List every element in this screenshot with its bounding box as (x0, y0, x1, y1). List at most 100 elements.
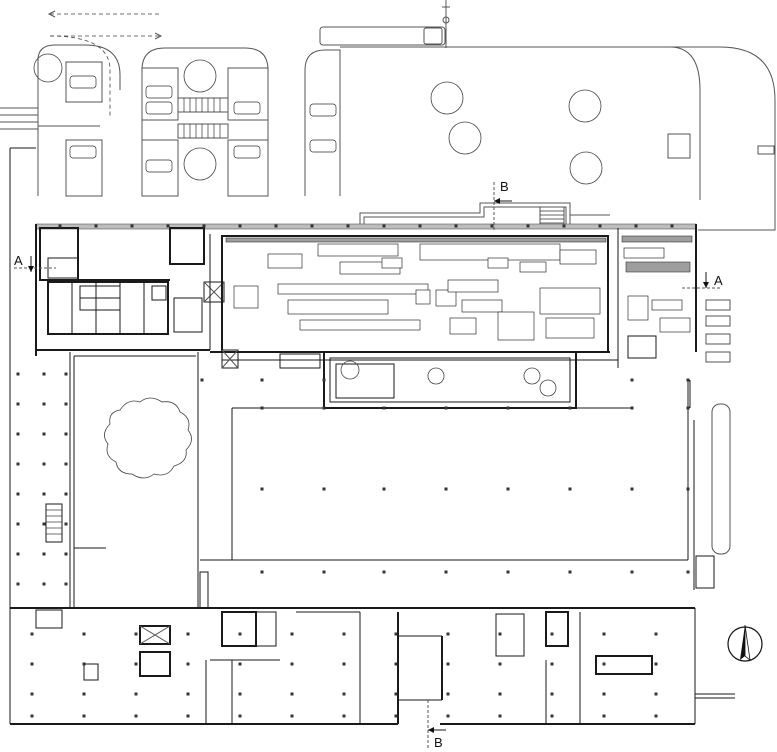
structural-column (16, 492, 20, 496)
structural-column (260, 406, 264, 410)
structural-column (444, 570, 448, 574)
section-marker-b-top: B (493, 179, 512, 232)
structural-column (498, 662, 502, 666)
structural-column (274, 224, 278, 228)
section-label-a-right: A (714, 273, 723, 288)
structural-column (602, 714, 606, 718)
section-label-a-left: A (14, 253, 23, 268)
structural-column (30, 662, 34, 666)
structural-column (238, 692, 242, 696)
structural-column (16, 522, 20, 526)
structural-column (490, 224, 494, 228)
structural-column (42, 492, 46, 496)
structural-column (64, 372, 68, 376)
structural-column (446, 662, 450, 666)
structural-column (550, 692, 554, 696)
structural-column (394, 662, 398, 666)
structural-column (238, 632, 242, 636)
structural-column (42, 462, 46, 466)
structural-column (568, 570, 572, 574)
structural-column (446, 632, 450, 636)
structural-column (454, 224, 458, 228)
structural-column (394, 714, 398, 718)
structural-column (498, 632, 502, 636)
structural-column (64, 402, 68, 406)
structural-column (322, 487, 326, 491)
north-arrow-icon (727, 624, 763, 662)
section-marker-a-left: A (14, 253, 56, 272)
structural-column (382, 570, 386, 574)
structural-column (94, 224, 98, 228)
structural-column (630, 378, 634, 382)
car-icon (69, 145, 97, 159)
structural-column (446, 714, 450, 718)
structural-column (342, 692, 346, 696)
structural-column (506, 406, 510, 410)
section-label-b-top: B (500, 179, 509, 194)
structural-column (322, 406, 326, 410)
structural-column (186, 692, 190, 696)
structural-column (602, 692, 606, 696)
structural-column (290, 714, 294, 718)
structural-column (42, 582, 46, 586)
structural-column (310, 224, 314, 228)
structural-column (82, 662, 86, 666)
structural-column (498, 692, 502, 696)
structural-column (686, 570, 690, 574)
section-label-b-bottom: B (434, 735, 443, 750)
structural-column (634, 224, 638, 228)
structural-column (568, 406, 572, 410)
structural-column (16, 402, 20, 406)
section-marker-a-right: A (682, 272, 723, 289)
structural-column (134, 662, 138, 666)
structural-column (602, 662, 606, 666)
structural-column (64, 552, 68, 556)
structural-column (446, 692, 450, 696)
structural-column (16, 432, 20, 436)
structural-column (42, 402, 46, 406)
structural-column (64, 582, 68, 586)
structural-column (526, 224, 530, 228)
plaza (340, 46, 776, 231)
structural-column (686, 378, 690, 382)
structural-column (568, 487, 572, 491)
structural-column (260, 487, 264, 491)
structural-column (506, 487, 510, 491)
structural-column (64, 522, 68, 526)
structural-column (82, 714, 86, 718)
structural-column (598, 224, 602, 228)
structural-column (238, 714, 242, 718)
structural-column (394, 632, 398, 636)
structural-column (42, 372, 46, 376)
structural-column (562, 224, 566, 228)
structural-column (134, 692, 138, 696)
section-marker-b-bottom: B (427, 700, 446, 750)
structural-column (290, 662, 294, 666)
structural-column (82, 692, 86, 696)
structural-column (418, 224, 422, 228)
structural-column (444, 487, 448, 491)
structural-column (342, 714, 346, 718)
structural-column (186, 662, 190, 666)
structural-column (16, 552, 20, 556)
column-grid (16, 224, 690, 718)
structural-column (64, 492, 68, 496)
structural-column (166, 224, 170, 228)
structural-column (30, 714, 34, 718)
structural-column (654, 714, 658, 718)
structural-column (42, 552, 46, 556)
structural-column (238, 662, 242, 666)
structural-column (30, 692, 34, 696)
structural-column (630, 570, 634, 574)
structural-column (186, 714, 190, 718)
structural-column (30, 632, 34, 636)
structural-column (134, 632, 138, 636)
structural-column (686, 487, 690, 491)
structural-column (550, 662, 554, 666)
car-icon (69, 75, 97, 89)
structural-column (394, 692, 398, 696)
structural-column (686, 406, 690, 410)
structural-column (654, 632, 658, 636)
structural-column (200, 378, 204, 382)
